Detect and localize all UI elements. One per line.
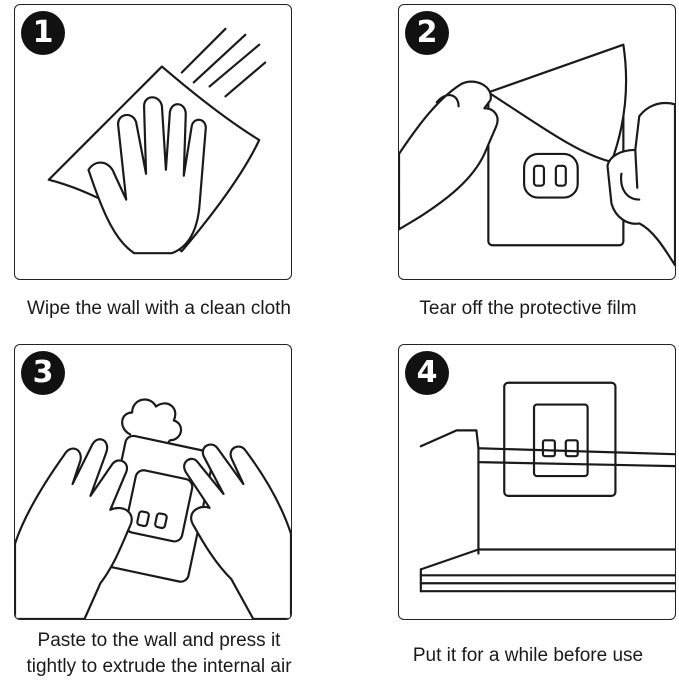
step-4-panel: 4 [398, 344, 676, 620]
hands-peeling-film-icon [399, 43, 675, 267]
step-3-caption-line-2: tightly to extrude the internal air [26, 656, 292, 677]
step-1-caption: Wipe the wall with a clean cloth [26, 298, 291, 319]
hands-pressing-hook-icon [15, 398, 291, 619]
step-2-badge: 2 [405, 11, 449, 55]
mounted-shelf-icon [419, 381, 675, 593]
hand-wiping-cloth-icon [47, 27, 267, 255]
step-1-badge: 1 [21, 11, 65, 55]
step-3-caption-line-1: Paste to the wall and press it [37, 630, 281, 651]
step-4-badge: 4 [405, 351, 449, 395]
step-3-caption: Paste to the wall and press it tightly t… [0, 628, 318, 680]
step-3-badge: 3 [21, 351, 65, 395]
step-3-panel: 3 [14, 344, 292, 620]
step-2-caption: Tear off the protective film [419, 298, 637, 319]
step-2-panel: 2 [398, 4, 676, 280]
step-1-panel: 1 [14, 4, 292, 280]
step-4-caption: Put it for a while before use [412, 645, 644, 666]
